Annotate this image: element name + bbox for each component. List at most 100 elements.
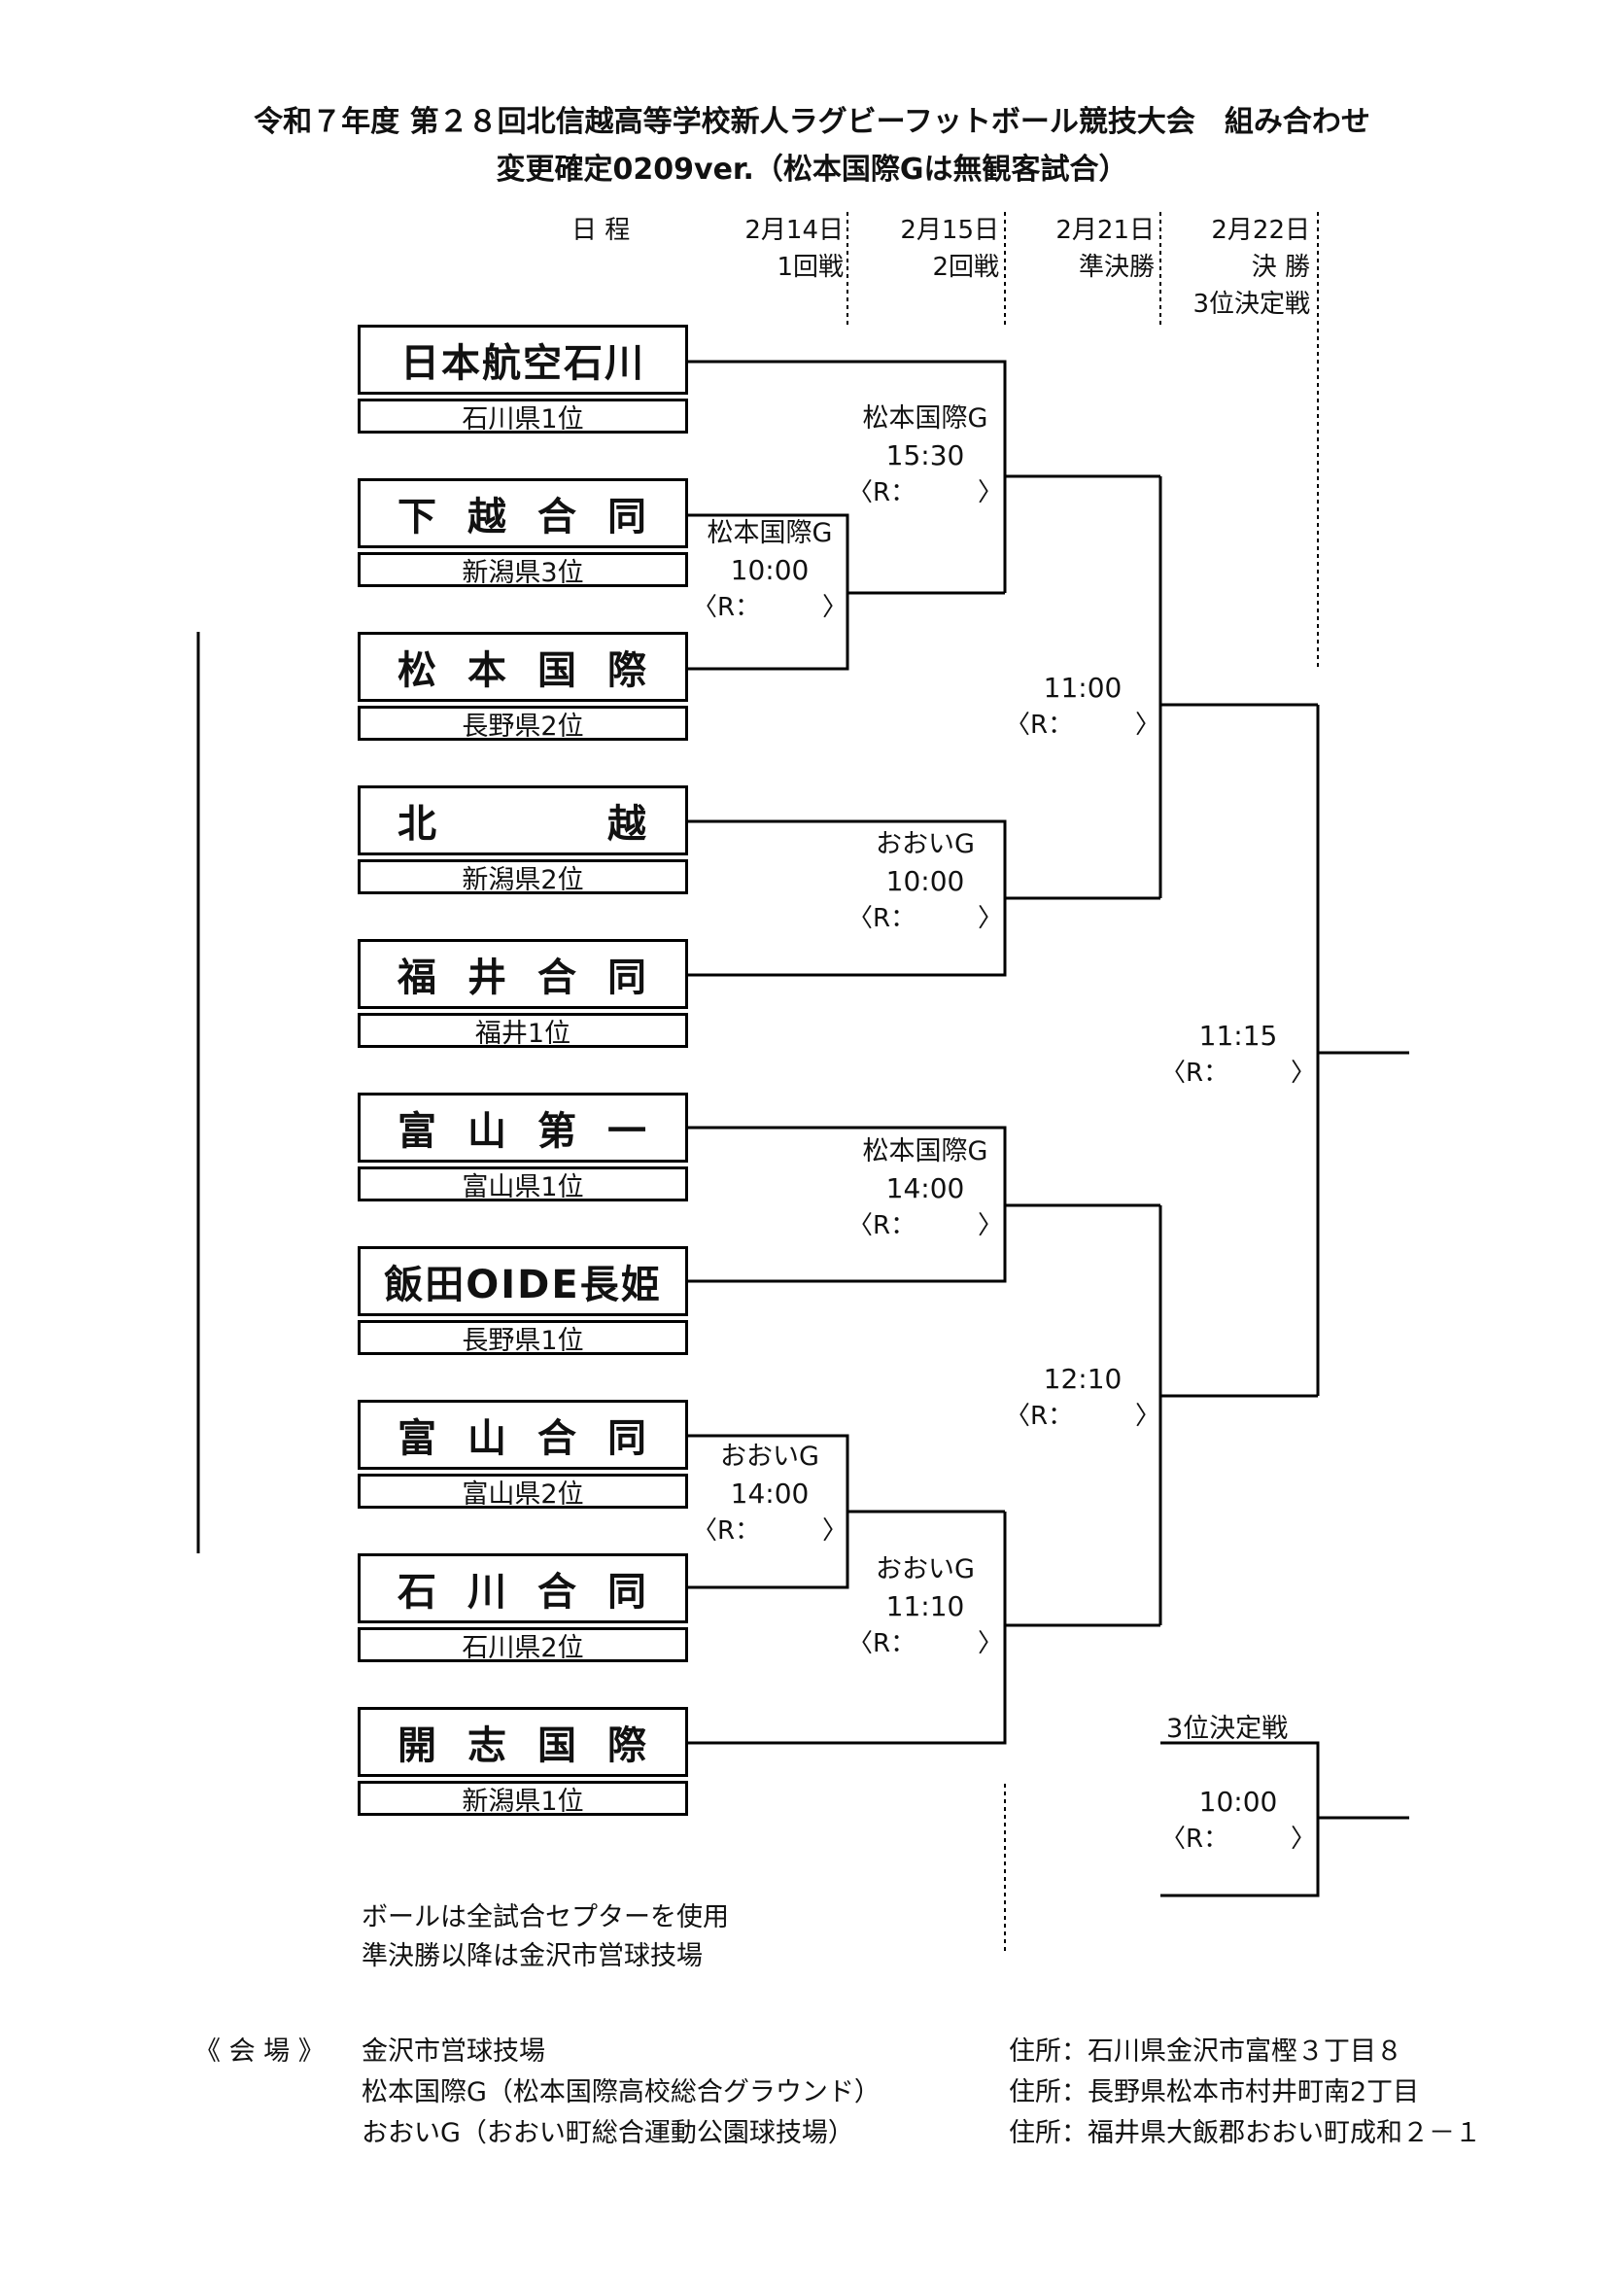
referee-open: 〈R： (1160, 1825, 1229, 1854)
referee-close: 〉 (821, 593, 847, 622)
team-name: 北越 (358, 785, 688, 855)
schedule-date: 2月21日 (1055, 216, 1155, 245)
notes: ボールは全試合セプターを使用 準決勝以降は金沢市営球技場 (362, 1898, 729, 1976)
venues-label: 《 会 場 》 (194, 2036, 325, 2067)
match-r2-c: 松本国際G 14:00 〈R： 〉 (847, 1133, 1003, 1244)
team-seed: 富山県1位 (358, 1166, 688, 1202)
referee-open: 〈R： (1005, 711, 1074, 740)
schedule-col-4: 2月22日 決 勝 3位決定戦 (1147, 212, 1310, 323)
team-slot-2: 下越合同 新潟県3位 (358, 478, 688, 591)
schedule-round: 1回戦 (777, 253, 844, 282)
team-seed: 長野県2位 (358, 706, 688, 742)
team-name: 飯田OIDE長姫 (358, 1246, 688, 1316)
team-slot-1: 日本航空石川 石川県1位 (358, 325, 688, 437)
match-r2-a: 松本国際G 15:30 〈R：〉 (847, 400, 1003, 511)
team-slot-7: 飯田OIDE長姫 長野県1位 (358, 1246, 688, 1359)
referee-close: 〉 (1134, 1402, 1160, 1431)
match-time: 10:00 (885, 865, 965, 897)
schedule-date: 2月15日 (900, 216, 999, 245)
team-name: 日本航空石川 (358, 325, 688, 395)
team-seed: 石川県2位 (358, 1627, 688, 1663)
team-name: 開志国際 (358, 1707, 688, 1777)
team-seed: 新潟県1位 (358, 1781, 688, 1817)
team-slot-10: 開志国際 新潟県1位 (358, 1707, 688, 1820)
match-r2-d: おおいG 11:10 〈R：〉 (847, 1551, 1003, 1662)
schedule-col-2: 2月15日 2回戦 (836, 212, 999, 286)
schedule-col-3: 2月21日 準決勝 (991, 212, 1155, 286)
team-seed: 新潟県3位 (358, 552, 688, 588)
venue-names: 金沢市営球技場 松本国際G（松本国際高校総合グラウンド） おおいG（おおい町総合… (362, 2032, 881, 2154)
referee-open: 〈R： (847, 1211, 916, 1240)
team-slot-6: 富山第一 富山県1位 (358, 1093, 688, 1205)
match-venue: おおいG (720, 1442, 819, 1472)
match-venue: 松本国際G (862, 1136, 988, 1166)
team-name: 福井合同 (358, 939, 688, 1009)
match-third-place: 10:00 〈R： 〉 (1160, 1784, 1316, 1858)
third-place-label: 3位決定戦 (1166, 1714, 1289, 1744)
team-seed: 石川県1位 (358, 399, 688, 435)
match-time: 14:00 (885, 1172, 965, 1204)
team-slot-3: 松本国際 長野県2位 (358, 632, 688, 745)
schedule-round: 決 勝 (1251, 253, 1310, 282)
team-name: 松本国際 (358, 632, 688, 702)
match-time: 10:00 (1198, 1786, 1278, 1818)
venue-addresses: 住所：石川県金沢市富樫３丁目８ 住所：長野県松本市村井町南2丁目 住所：福井県大… (1009, 2032, 1481, 2154)
team-seed: 長野県1位 (358, 1320, 688, 1356)
schedule-col-1: 2月14日 1回戦 (680, 212, 844, 286)
referee-close: 〉 (1290, 1059, 1316, 1088)
referee-close: 〉 (821, 1516, 847, 1546)
referee-close: 〉 (977, 478, 1003, 507)
schedule-label: 日 程 (571, 216, 631, 245)
team-slot-8: 富山合同 富山県2位 (358, 1400, 688, 1513)
venue-address: 住所：福井県大飯郡おおい町成和２－１ (1009, 2118, 1481, 2148)
schedule-extra: 3位決定戦 (1192, 290, 1310, 319)
referee-close: 〉 (977, 1211, 1003, 1240)
referee-open: 〈R： (692, 1516, 761, 1546)
team-seed: 富山県2位 (358, 1474, 688, 1510)
team-slot-5: 福井合同 福井1位 (358, 939, 688, 1052)
match-sf-2: 12:10 〈R： 〉 (1005, 1361, 1160, 1435)
schedule-round: 2回戦 (932, 253, 999, 282)
schedule-date: 2月14日 (744, 216, 844, 245)
venue-address: 住所：石川県金沢市富樫３丁目８ (1009, 2036, 1402, 2067)
venue-name: おおいG（おおい町総合運動公園球技場） (362, 2118, 854, 2148)
match-time: 11:00 (1043, 672, 1123, 704)
match-r1-a: 松本国際G 10:00 〈R：〉 (692, 515, 847, 626)
referee-close: 〉 (1134, 711, 1160, 740)
match-venue: 松本国際G (862, 403, 988, 434)
page-subtitle: 変更確定0209ver.（松本国際Gは無観客試合） (496, 153, 1128, 187)
page-title: 令和７年度 第２８回北信越高等学校新人ラグビーフットボール競技大会 組み合わせ (254, 105, 1370, 139)
referee-open: 〈R： (847, 478, 916, 507)
venue-address: 住所：長野県松本市村井町南2丁目 (1009, 2077, 1420, 2107)
match-sf-1: 11:00 〈R： 〉 (1005, 670, 1160, 744)
referee-open: 〈R： (1005, 1402, 1074, 1431)
match-r1-b: おおいG 14:00 〈R： 〉 (692, 1439, 847, 1549)
referee-open: 〈R： (847, 904, 916, 933)
referee-close: 〉 (1290, 1825, 1316, 1854)
referee-close: 〉 (977, 1629, 1003, 1658)
match-r2-b: おおいG 10:00 〈R： 〉 (847, 826, 1003, 937)
team-name: 富山第一 (358, 1093, 688, 1163)
venue-name: 松本国際G（松本国際高校総合グラウンド） (362, 2077, 881, 2107)
team-seed: 新潟県2位 (358, 859, 688, 895)
team-seed: 福井1位 (358, 1013, 688, 1049)
referee-open: 〈R： (1160, 1059, 1229, 1088)
match-time: 11:10 (885, 1590, 965, 1622)
match-time: 12:10 (1043, 1363, 1123, 1395)
match-final: 11:15 〈R：〉 (1160, 1018, 1316, 1092)
match-venue: おおいG (876, 1554, 975, 1584)
team-slot-4: 北越 新潟県2位 (358, 785, 688, 898)
match-time: 10:00 (730, 554, 810, 586)
match-venue: 松本国際G (707, 518, 833, 548)
referee-close: 〉 (977, 904, 1003, 933)
team-name: 富山合同 (358, 1400, 688, 1470)
team-name: 石川合同 (358, 1553, 688, 1623)
schedule-round: 準決勝 (1078, 253, 1155, 282)
note-line: ボールは全試合セプターを使用 (362, 1902, 729, 1932)
schedule-date: 2月22日 (1211, 216, 1310, 245)
team-slot-9: 石川合同 石川県2位 (358, 1553, 688, 1666)
match-time: 14:00 (730, 1478, 810, 1510)
match-venue: おおいG (876, 829, 975, 859)
note-line: 準決勝以降は金沢市営球技場 (362, 1941, 703, 1971)
